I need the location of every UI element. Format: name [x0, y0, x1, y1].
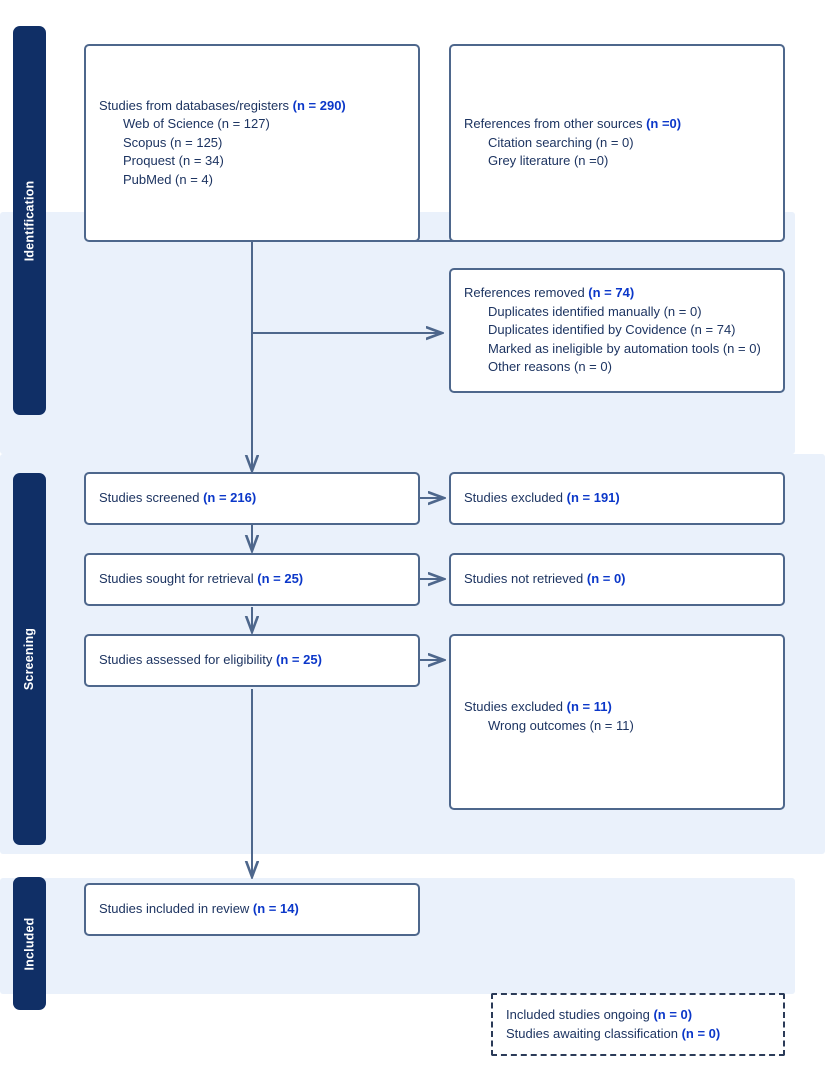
assessed-eligibility-heading: Studies assessed for eligibility (n = 25…	[99, 652, 322, 668]
phase-label-identification: Identification	[22, 180, 37, 261]
phase-bar-identification: Identification	[13, 26, 46, 415]
box-studies-from-databases[interactable]: Studies from databases/registers (n = 29…	[84, 44, 420, 242]
excluded-eligibility-item: Wrong outcomes (n = 11)	[488, 717, 634, 733]
databases-item: Scopus (n = 125)	[123, 134, 223, 150]
included-review-heading: Studies included in review (n = 14)	[99, 901, 299, 917]
databases-item: Web of Science (n = 127)	[123, 116, 270, 132]
box-studies-sought-retrieval[interactable]: Studies sought for retrieval (n = 25)	[84, 553, 420, 606]
databases-item: PubMed (n = 4)	[123, 171, 213, 187]
other-sources-item: Citation searching (n = 0)	[488, 134, 634, 150]
phase-bar-included: Included	[13, 877, 46, 1010]
box-studies-included-in-review[interactable]: Studies included in review (n = 14)	[84, 883, 420, 936]
ongoing-line: Included studies ongoing (n = 0)	[506, 1007, 693, 1022]
box-references-other-sources[interactable]: References from other sources (n =0) Cit…	[449, 44, 785, 242]
box-studies-excluded-eligibility[interactable]: Studies excluded (n = 11) Wrong outcomes…	[449, 634, 785, 810]
phase-label-included: Included	[22, 917, 37, 970]
other-sources-item: Grey literature (n =0)	[488, 153, 609, 169]
phase-bar-screening: Screening	[13, 473, 46, 845]
other-sources-heading: References from other sources (n =0)	[464, 116, 682, 132]
not-retrieved-heading: Studies not retrieved (n = 0)	[464, 571, 626, 587]
databases-item: Proquest (n = 34)	[123, 153, 224, 169]
box-studies-excluded-screened[interactable]: Studies excluded (n = 191)	[449, 472, 785, 525]
excluded-screened-heading: Studies excluded (n = 191)	[464, 490, 620, 506]
box-studies-screened[interactable]: Studies screened (n = 216)	[84, 472, 420, 525]
references-removed-item: Duplicates identified by Covidence (n = …	[488, 322, 736, 338]
phase-label-screening: Screening	[22, 627, 37, 691]
references-removed-item: Marked as ineligible by automation tools…	[488, 340, 761, 356]
excluded-eligibility-heading: Studies excluded (n = 11)	[464, 699, 612, 714]
awaiting-classification-line: Studies awaiting classification (n = 0)	[506, 1025, 721, 1041]
box-studies-assessed-eligibility[interactable]: Studies assessed for eligibility (n = 25…	[84, 634, 420, 687]
references-removed-heading: References removed (n = 74)	[464, 285, 635, 301]
sought-retrieval-heading: Studies sought for retrieval (n = 25)	[99, 571, 304, 587]
references-removed-item: Other reasons (n = 0)	[488, 359, 612, 375]
references-removed-item: Duplicates identified manually (n = 0)	[488, 303, 702, 319]
screened-heading: Studies screened (n = 216)	[99, 490, 257, 506]
databases-heading: Studies from databases/registers (n = 29…	[99, 97, 346, 113]
box-ongoing-awaiting[interactable]: Included studies ongoing (n = 0) Studies…	[491, 993, 785, 1056]
box-references-removed[interactable]: References removed (n = 74) Duplicates i…	[449, 268, 785, 393]
box-studies-not-retrieved[interactable]: Studies not retrieved (n = 0)	[449, 553, 785, 606]
